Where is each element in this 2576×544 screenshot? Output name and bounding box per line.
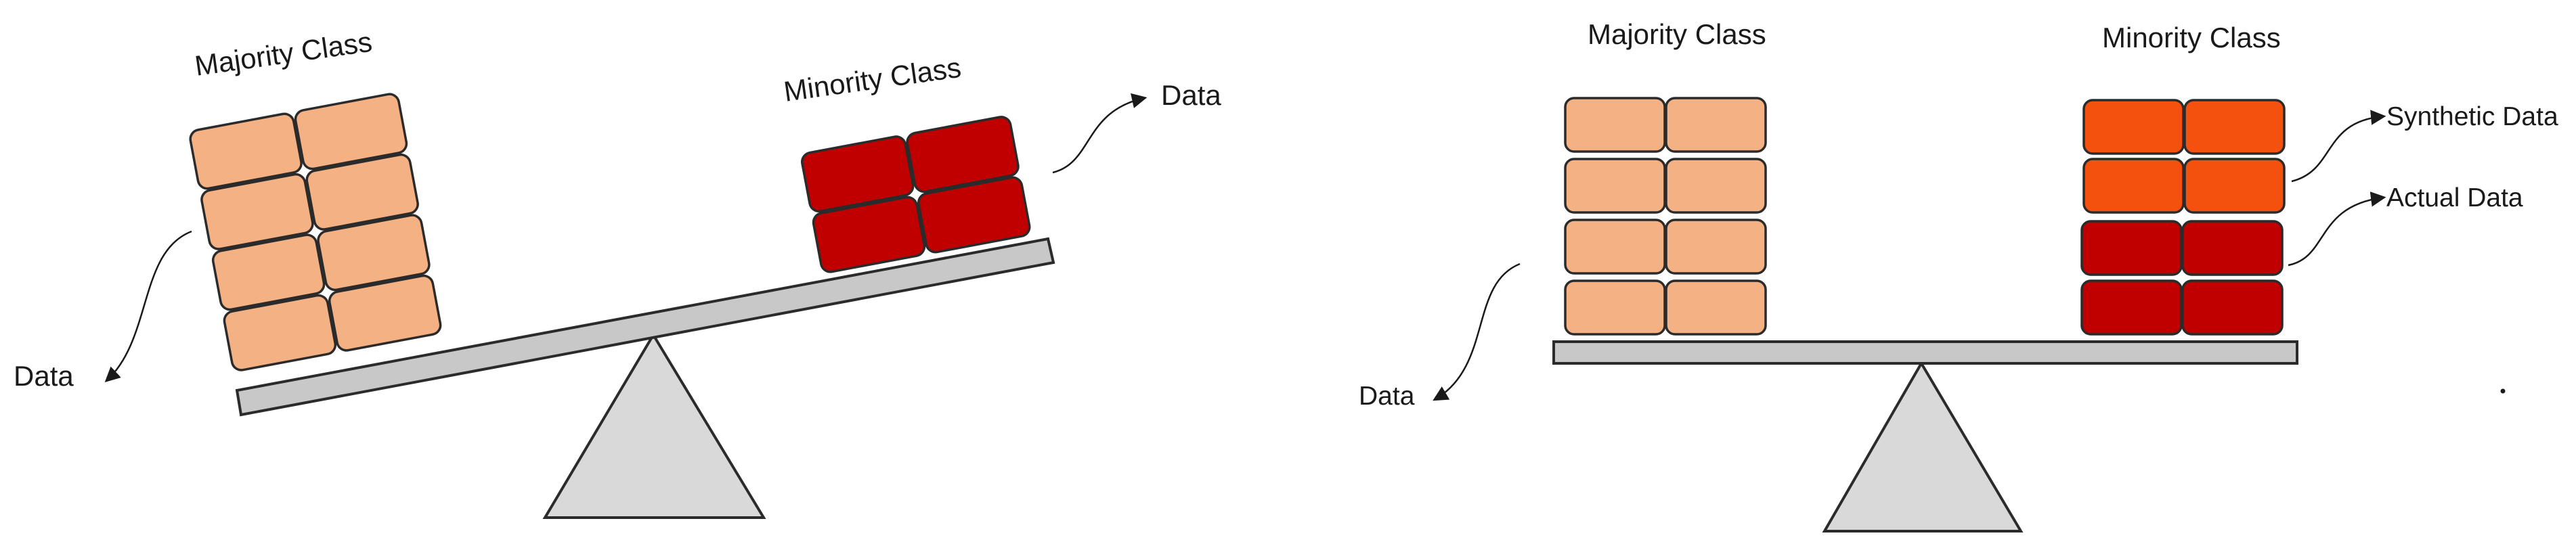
left-seesaw-beam	[235, 237, 1055, 417]
majority-block	[1665, 219, 1767, 275]
synthetic-block	[2082, 99, 2185, 155]
majority-block	[1564, 279, 1666, 336]
actual-block	[2080, 220, 2183, 276]
left-data-arrow	[104, 230, 192, 383]
right-panel-balanced: Majority Class Minority Class Data Synth…	[1359, 18, 2558, 532]
actual-block	[2181, 220, 2284, 276]
left-majority-label: Majority Class	[193, 26, 374, 82]
majority-block	[1564, 97, 1666, 153]
synthetic-block	[2183, 99, 2286, 155]
left-panel-imbalanced: Majority Class Minority Class Data Data	[14, 26, 1221, 519]
left-majority-stack	[189, 93, 442, 371]
left-data-label: Data	[14, 360, 74, 392]
left-minority-data-arrow	[1052, 93, 1148, 174]
synthetic-block	[2082, 158, 2185, 214]
right-majority-label: Majority Class	[1588, 18, 1766, 50]
left-minority-stack	[801, 116, 1031, 273]
majority-block	[1564, 219, 1666, 275]
actual-data-arrow	[2288, 191, 2386, 267]
right-minority-label: Minority Class	[2102, 22, 2281, 53]
majority-block	[328, 274, 442, 352]
majority-block	[294, 93, 408, 171]
synthetic-data-label: Synthetic Data	[2386, 102, 2558, 131]
minority-block	[917, 176, 1031, 254]
right-majority-stack	[1564, 97, 1767, 336]
majority-block	[1564, 158, 1666, 214]
left-fulcrum	[542, 332, 766, 519]
actual-block	[2181, 279, 2284, 336]
left-minority-label: Minority Class	[782, 51, 963, 108]
actual-data-label: Actual Data	[2386, 183, 2523, 212]
majority-block	[1665, 158, 1767, 214]
left-minority-data-label: Data	[1161, 79, 1221, 111]
synthetic-data-arrow	[2291, 110, 2386, 183]
minority-block	[812, 196, 926, 273]
minority-block	[906, 116, 1020, 193]
majority-block	[211, 233, 326, 311]
majority-block	[200, 173, 314, 250]
right-seesaw-beam	[1552, 340, 2298, 365]
majority-block	[1665, 97, 1767, 153]
minority-block	[801, 135, 915, 213]
majority-block	[189, 112, 303, 190]
right-minority-stack	[2080, 99, 2286, 336]
majority-block	[223, 294, 337, 371]
actual-block	[2080, 279, 2183, 336]
right-fulcrum	[1822, 361, 2024, 532]
majority-block	[305, 153, 419, 231]
right-data-label: Data	[1359, 382, 1415, 411]
right-data-arrow	[1433, 263, 1521, 401]
majority-block	[317, 214, 431, 292]
majority-block	[1665, 279, 1767, 336]
stray-dot	[2500, 388, 2506, 394]
synthetic-block	[2183, 158, 2286, 214]
